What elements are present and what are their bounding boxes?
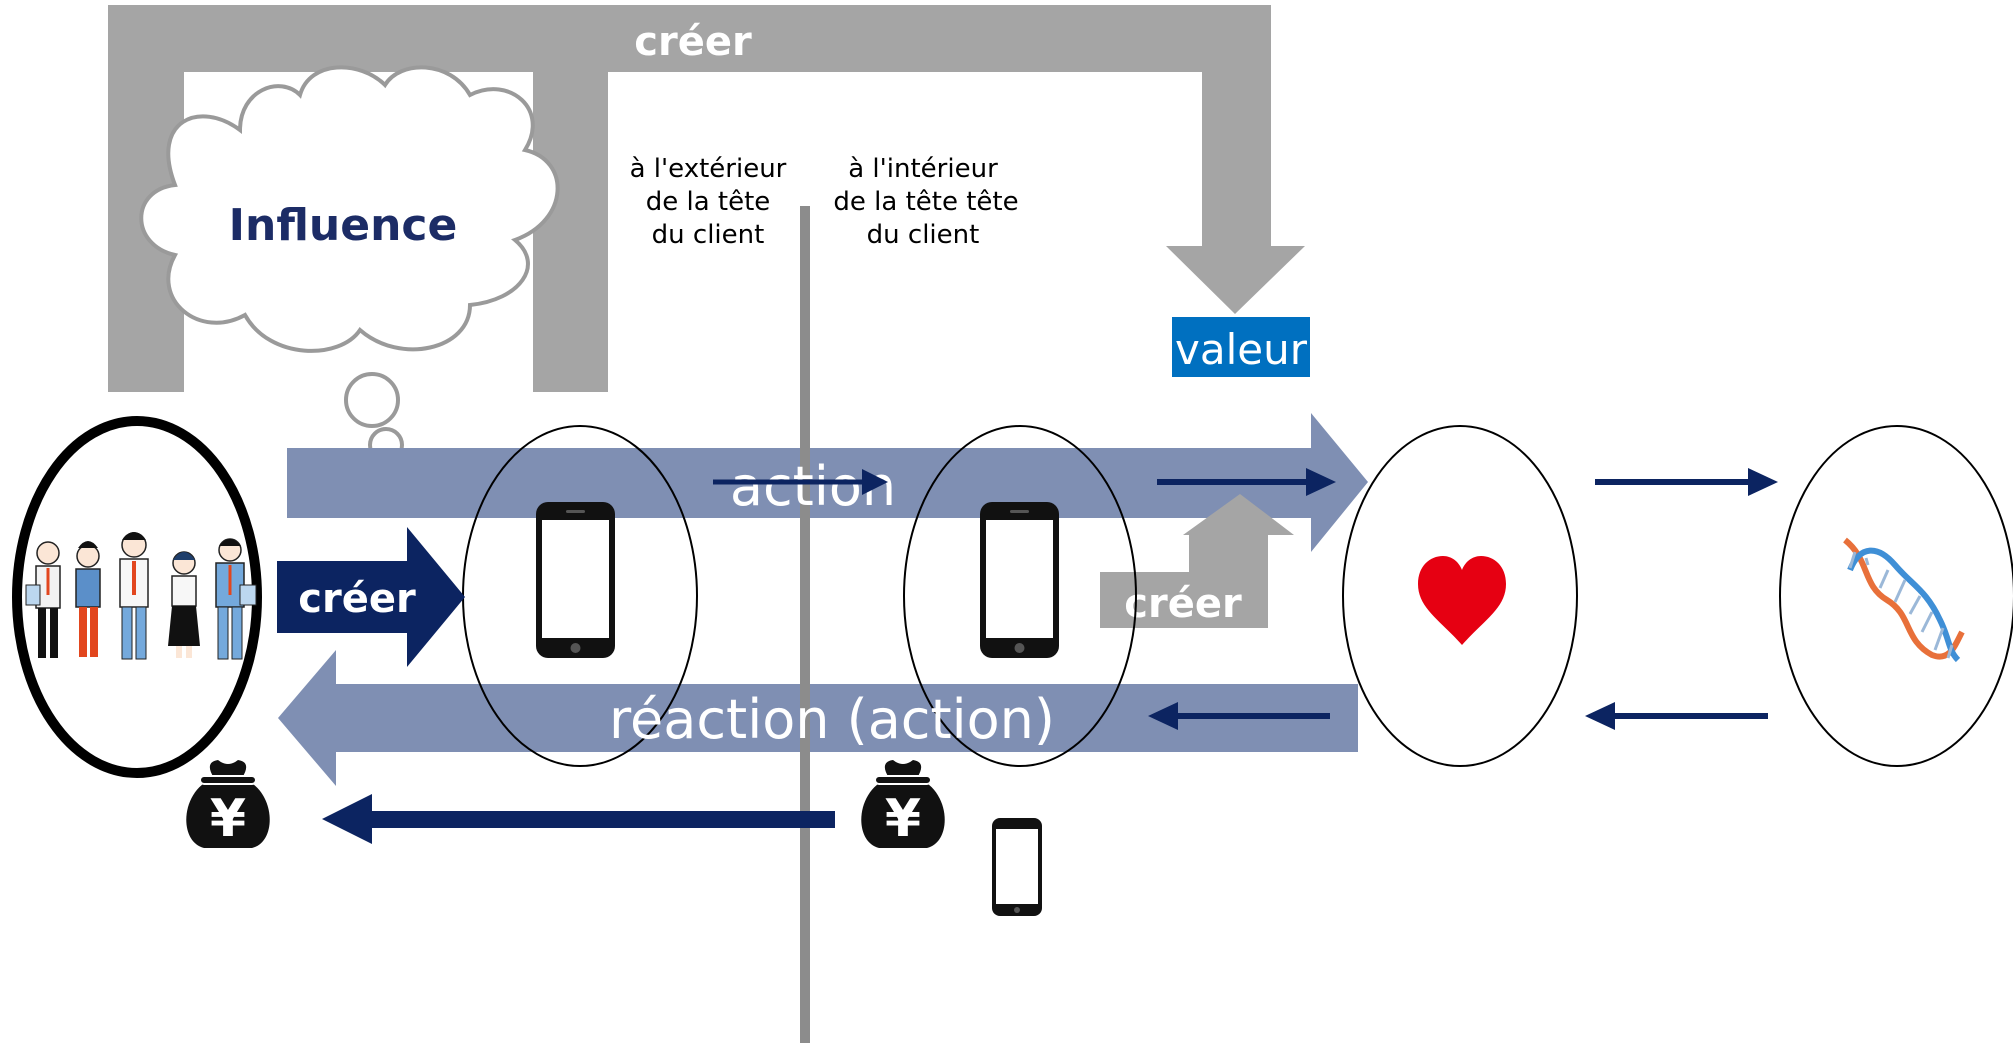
inside-head-caption: à l'intérieur de la tête tête du client: [833, 154, 1018, 250]
money-flow-arrow: [322, 794, 835, 844]
inside-caption-line1: à l'intérieur: [848, 154, 998, 184]
people-group-icon: [25, 532, 257, 660]
inside-caption-line3: du client: [867, 220, 980, 250]
thought-cloud-icon: Influence: [139, 65, 560, 478]
yen-symbol-left: ¥: [210, 789, 246, 849]
arrow-reaction-from-dna: [1585, 702, 1768, 730]
top-creer-label: créer: [634, 19, 752, 65]
outside-caption-line3: du client: [652, 220, 765, 250]
inside-caption-line2: de la tête tête: [833, 187, 1018, 217]
person-3: [119, 532, 149, 660]
person-2: [75, 541, 101, 657]
influence-label: Influence: [229, 200, 458, 251]
arrow-action-right: [1157, 468, 1336, 496]
person-5: [215, 538, 257, 660]
valeur-box: valeur: [1172, 317, 1310, 377]
left-creer-arrow: créer: [277, 527, 465, 667]
reaction-label: réaction (action): [609, 688, 1055, 751]
navy-arrows: [322, 468, 1778, 844]
valeur-background: [1172, 317, 1310, 377]
right-creer-arrow-shape: [1100, 494, 1294, 628]
outside-caption-line1: à l'extérieur: [630, 154, 787, 184]
arrow-reaction-from-heart: [1148, 702, 1330, 730]
left-creer-arrow-shape: [277, 527, 465, 667]
smartphone-icon: [536, 502, 615, 658]
head-divider-line: [800, 206, 810, 1043]
cloud-shape: [139, 65, 560, 353]
outside-caption-line2: de la tête: [646, 187, 771, 217]
cloud-bubble-large: [344, 372, 400, 428]
person-4: [168, 551, 200, 658]
arrow-action-mid: [713, 469, 888, 495]
dna-icon: [1843, 537, 1965, 663]
smartphone-icon-small: [992, 818, 1042, 916]
valeur-label: valeur: [1175, 325, 1308, 374]
top-loop-arrow-shape: [108, 5, 1305, 392]
right-creer-label: créer: [1124, 581, 1242, 627]
right-creer-arrow: créer: [1100, 494, 1294, 628]
yen-money-bag-icon: ¥: [861, 760, 945, 849]
top-creer-loop: créer: [108, 5, 1305, 392]
smartphone-icon: [980, 502, 1059, 658]
yen-symbol-right: ¥: [885, 789, 921, 849]
phone-oval-inside: [903, 425, 1137, 767]
heart-icon: [1418, 556, 1506, 645]
person-1: [25, 541, 61, 658]
outside-head-caption: à l'extérieur de la tête du client: [630, 154, 787, 250]
yen-money-bag-icon: ¥: [186, 760, 270, 849]
arrow-heart-to-dna: [1595, 468, 1778, 496]
reaction-band-arrow: [278, 650, 1358, 786]
left-creer-label: créer: [298, 576, 416, 622]
